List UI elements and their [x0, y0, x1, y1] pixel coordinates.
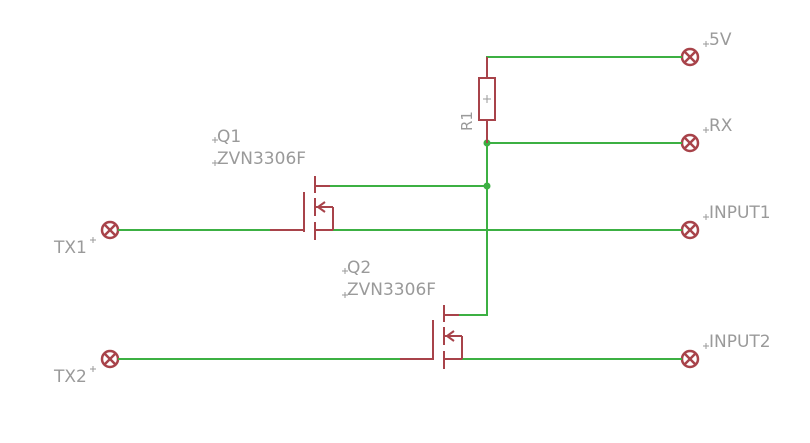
- q1-name-label: Q1: [217, 127, 241, 147]
- pad-tx2[interactable]: [100, 349, 125, 369]
- label-tx1: TX1: [53, 238, 87, 258]
- label-input1: INPUT1: [709, 203, 771, 223]
- pad-rx[interactable]: [670, 133, 700, 153]
- label-origin-marks: [90, 41, 709, 372]
- resistor-r1: R1: [458, 57, 496, 143]
- plus-icon: [483, 95, 491, 103]
- label-input2: INPUT2: [709, 332, 771, 352]
- junction-q1-drain: [483, 182, 491, 190]
- label-tx2: TX2: [53, 367, 87, 387]
- label-rx: RX: [709, 116, 733, 136]
- q1-part-label: ZVN3306F: [217, 149, 306, 169]
- pad-input1[interactable]: [670, 220, 700, 240]
- r1-label: R1: [458, 111, 476, 131]
- q2-arrow-icon: [445, 330, 455, 342]
- q2-plus-icon: [342, 268, 348, 298]
- pad-5v[interactable]: [670, 47, 700, 67]
- mosfet-q2: [400, 305, 463, 369]
- pad-tx1[interactable]: [100, 220, 140, 240]
- q1-plus-icon: [212, 137, 218, 166]
- q2-name-label: Q2: [347, 258, 371, 278]
- label-5v: 5V: [709, 30, 732, 50]
- q1-arrow-icon: [316, 201, 326, 213]
- wire-5v: [486, 56, 671, 77]
- q2-part-label: ZVN3306F: [347, 280, 436, 300]
- mosfet-q1: [270, 176, 334, 240]
- pad-input2[interactable]: [670, 349, 700, 369]
- wires: [124, 56, 671, 360]
